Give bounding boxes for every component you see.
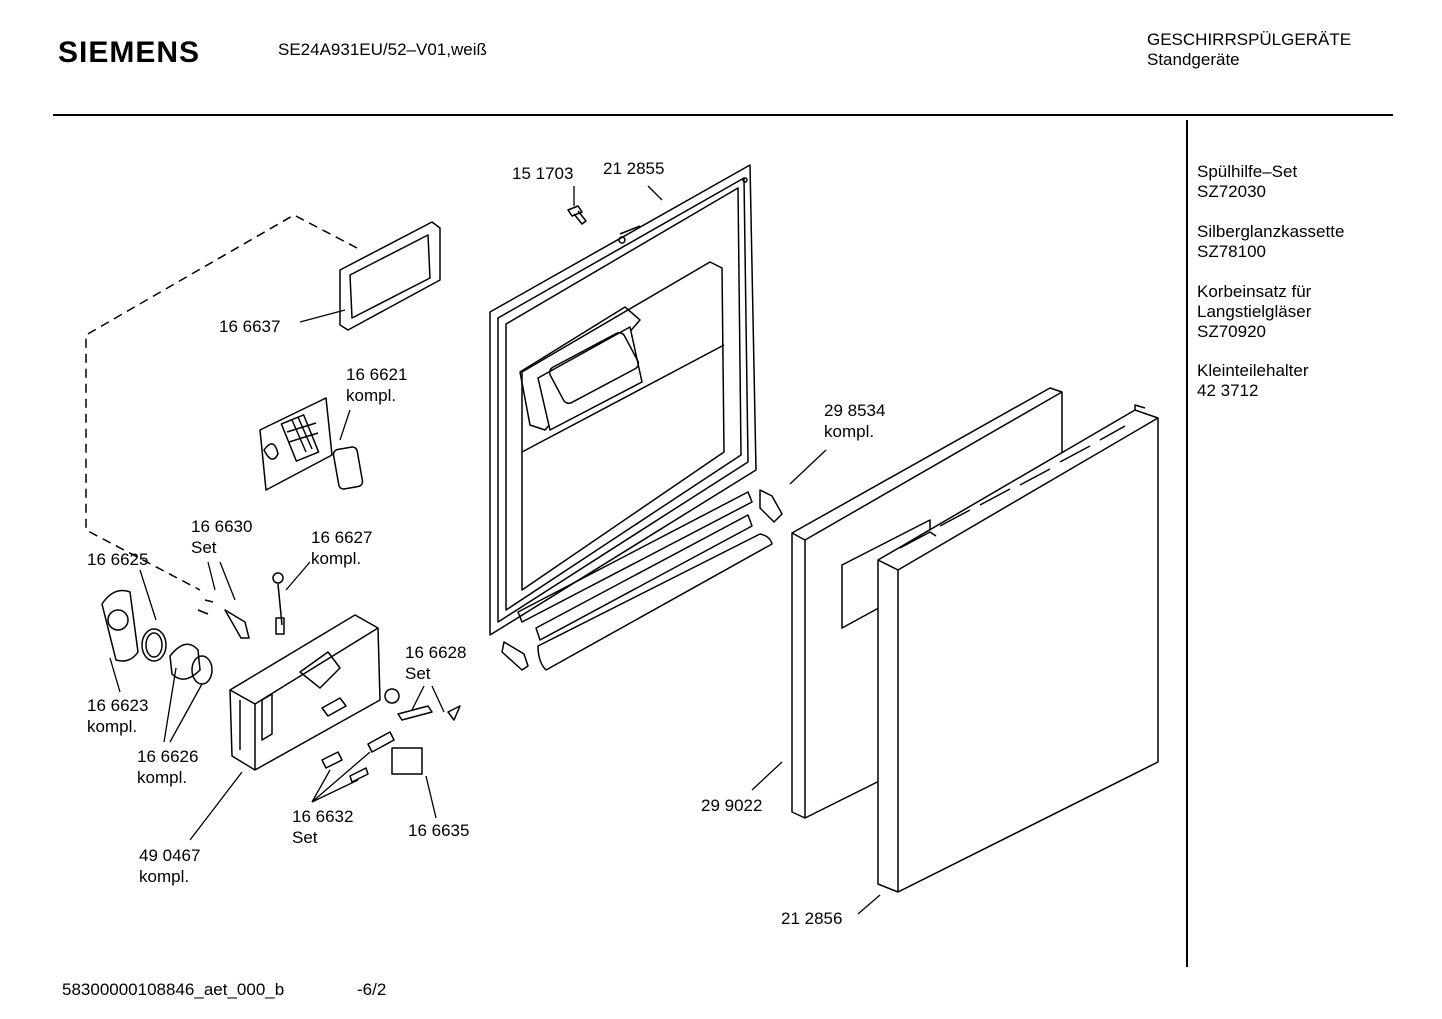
accessory-name: Spülhilfe–Set xyxy=(1197,162,1298,181)
sidebar-divider xyxy=(1186,120,1188,967)
accessory-item: Silberglanzkassette SZ78100 xyxy=(1197,222,1344,262)
part-label-166628: 16 6628 Set xyxy=(405,642,466,684)
part-qualifier: Set xyxy=(292,828,318,847)
part-qualifier: kompl. xyxy=(824,422,875,441)
part-label-490467: 49 0467 kompl. xyxy=(139,845,200,887)
part-label-166632: 16 6632 Set xyxy=(292,806,353,848)
small-parts xyxy=(197,572,461,783)
accessory-item: Korbeinsatz für Langstielgläser SZ70920 xyxy=(1197,282,1311,342)
accessory-code: SZ78100 xyxy=(1197,242,1266,261)
part-qualifier: kompl. xyxy=(87,717,138,736)
accessory-name: Kleinteilehalter xyxy=(1197,361,1309,380)
part-number: 16 6630 xyxy=(191,517,253,536)
part-qualifier: kompl. xyxy=(139,867,190,886)
part-number: 16 6623 xyxy=(87,696,149,715)
part-qualifier: Set xyxy=(191,538,217,557)
accessory-code: SZ70920 xyxy=(1197,322,1266,341)
part-label-212855: 21 2855 xyxy=(603,159,665,178)
part-label-166621: 16 6621 kompl. xyxy=(346,364,407,406)
door-seal-strips xyxy=(501,489,783,671)
part-label-166627: 16 6627 kompl. xyxy=(311,527,372,569)
part-label-151703: 15 1703 xyxy=(512,164,574,183)
accessory-code: SZ72030 xyxy=(1197,182,1266,201)
category-title: GESCHIRRSPÜLGERÄTE xyxy=(1147,30,1352,49)
part-label-298534: 29 8534 kompl. xyxy=(824,400,885,442)
document-id: 58300000108846_aet_000_b xyxy=(62,980,285,999)
part-label-212856: 21 2856 xyxy=(781,909,843,928)
detergent-dispenser-body xyxy=(229,614,381,771)
part-qualifier: kompl. xyxy=(311,549,362,568)
part-label-299022: 29 9022 xyxy=(701,796,763,815)
part-qualifier: kompl. xyxy=(137,768,188,787)
dispenser-lid xyxy=(339,221,441,331)
part-number: 49 0467 xyxy=(139,846,201,865)
leader-lines xyxy=(109,185,881,915)
part-number: 16 6632 xyxy=(292,807,354,826)
rinse-aid-cover xyxy=(259,397,364,491)
brand-logo: SIEMENS xyxy=(58,36,201,69)
part-label-166623: 16 6623 kompl. xyxy=(87,695,148,737)
part-number: 16 6627 xyxy=(311,528,373,547)
part-number: 29 8534 xyxy=(824,401,886,420)
accessory-code: 42 3712 xyxy=(1197,381,1259,400)
accessory-item: Kleinteilehalter 42 3712 xyxy=(1197,361,1309,401)
part-label-166626: 16 6626 kompl. xyxy=(137,746,198,788)
part-number: 16 6626 xyxy=(137,747,199,766)
part-number: 16 6621 xyxy=(346,365,408,384)
part-qualifier: Set xyxy=(405,664,431,683)
accessory-name-line2: Langstielgläser xyxy=(1197,302,1312,321)
model-number: SE24A931EU/52–V01,weiß xyxy=(278,40,487,59)
accessory-name: Silberglanzkassette xyxy=(1197,222,1345,241)
part-label-166625: 16 6625 xyxy=(87,550,149,569)
accessory-item: Spülhilfe–Set SZ72030 xyxy=(1197,162,1297,202)
header-divider xyxy=(53,114,1393,116)
outer-door-panel xyxy=(877,404,1159,893)
accessory-name: Korbeinsatz für xyxy=(1197,282,1312,301)
inner-door-panel xyxy=(489,164,757,636)
part-qualifier: kompl. xyxy=(346,386,397,405)
part-number: 16 6628 xyxy=(405,643,467,662)
screw-part xyxy=(567,205,587,225)
category-subtitle: Standgeräte xyxy=(1147,50,1240,69)
part-label-166635: 16 6635 xyxy=(408,821,470,840)
dispenser-cap xyxy=(101,589,213,685)
part-label-166637: 16 6637 xyxy=(219,317,281,336)
part-label-166630: 16 6630 Set xyxy=(191,516,252,558)
page-number: -6/2 xyxy=(357,980,387,999)
assembly-dashed-outline xyxy=(85,214,358,591)
appliance-category: GESCHIRRSPÜLGERÄTE Standgeräte xyxy=(1147,30,1351,70)
